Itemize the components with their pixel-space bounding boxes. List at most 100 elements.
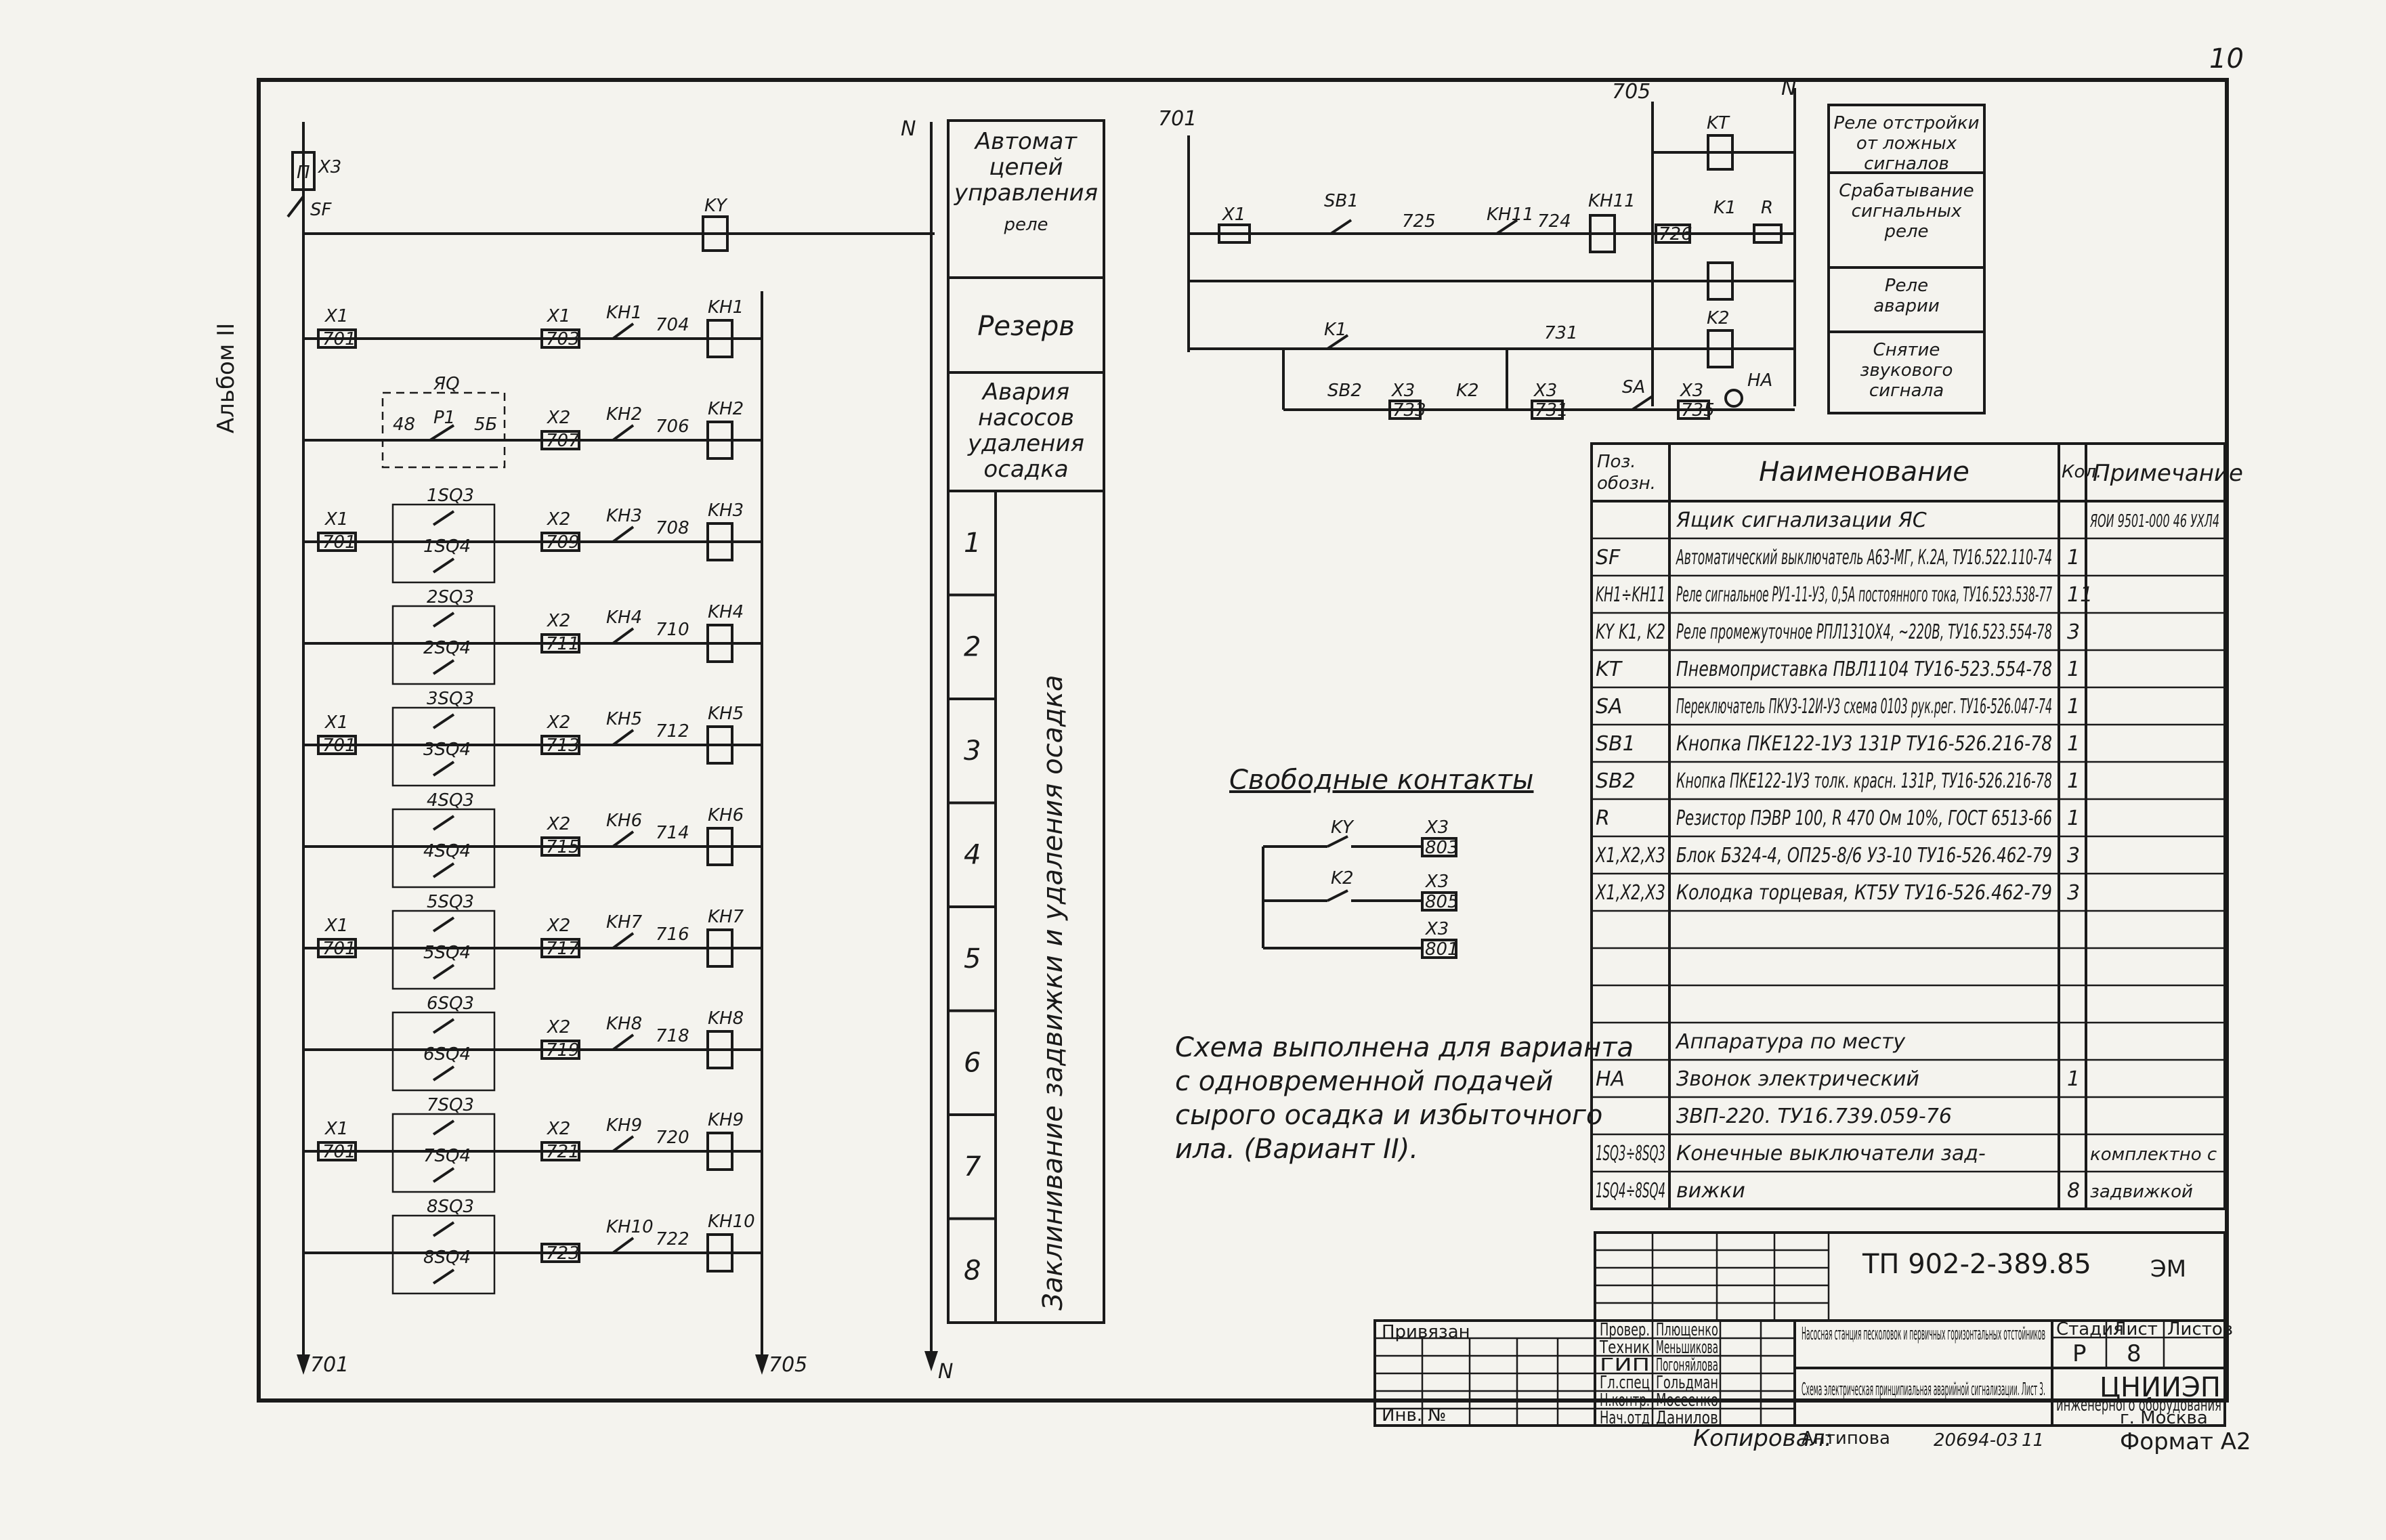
cell-number: 7: [964, 1151, 981, 1182]
right-bus-arrow: [755, 1354, 769, 1375]
left-ladder: 701 П X3 SF KY 705 X1701X1703KH1704KH1ЯQ…: [286, 122, 935, 1377]
role-name: Плющенко: [1656, 1320, 1718, 1340]
sq-top: 6SQ3: [427, 993, 474, 1014]
spec-name: Ящик сигнализации ЯС: [1676, 509, 1927, 532]
inv-label: Инв. №: [1382, 1405, 1446, 1426]
spec-name: Пневмоприставка ПВЛ1104 ТУ16-523.554-78: [1676, 658, 2052, 681]
spec-pos: X1,X2,X3: [1595, 881, 1665, 905]
coil-label: KH6: [708, 805, 744, 826]
privyazan: Привязан: [1382, 1322, 1470, 1342]
note-line-1: Схема выполнена для варианта: [1175, 1032, 1634, 1063]
spec-name: Реле сигнальное РУ1-11-У3, 0,5А постоянн…: [1676, 583, 2052, 607]
spec-pos: SF: [1596, 546, 1621, 570]
sq-group: [391, 1113, 496, 1193]
resistor: [1753, 223, 1783, 244]
mid-terminal-label: X1: [546, 306, 570, 326]
fc-t2: 805: [1425, 892, 1459, 912]
n-arrow-bottom: [924, 1351, 938, 1371]
mid-terminal: [540, 430, 580, 450]
doc-mark: ЭМ: [2150, 1256, 2186, 1283]
box1b-text: реле: [1003, 215, 1048, 235]
fc-x3a: X3: [1424, 817, 1449, 838]
org: ЦНИИЭП: [2100, 1372, 2221, 1403]
coil-label: KH4: [708, 602, 744, 622]
spec-qty: 1: [2067, 546, 2080, 570]
contact-label: KH5: [606, 709, 642, 729]
mid-terminal: [540, 328, 580, 349]
sq-contact: [432, 862, 455, 878]
kh11-contact: [1495, 219, 1518, 235]
ha-bell: [1724, 389, 1743, 408]
cell-number: 8: [964, 1256, 981, 1287]
spec-row: KT Пневмоприставка ПВЛ1104 ТУ16-523.554-7…: [1596, 658, 2080, 681]
sq-group: [391, 706, 496, 787]
role: Техник: [1599, 1338, 1650, 1358]
w731b: 731: [1535, 400, 1569, 421]
left-bus-arrow: [297, 1354, 310, 1375]
p1-contact: [429, 424, 455, 442]
kh-contact: [612, 932, 635, 949]
k1-label: K1: [1324, 320, 1347, 340]
sb1-contact: [1329, 219, 1352, 235]
spec-pos: KT: [1596, 658, 1623, 681]
spec-note: ЯОИ 9501-000 46 УХЛ4: [2089, 511, 2219, 532]
fc-x3b: X3: [1424, 872, 1449, 892]
row-terminal-label: X1: [324, 1119, 348, 1139]
right-bus-label: 705: [769, 1353, 807, 1377]
spec-name: Резистор ПЭВР 100, R 470 Ом 10%, ГОСТ 65…: [1676, 807, 2052, 830]
x3c-term: [1677, 400, 1710, 420]
drawing-number-2: 11: [2022, 1430, 2044, 1451]
sq-top: 3SQ3: [427, 689, 474, 709]
row-terminal-wire: 701: [322, 735, 356, 756]
spec-qty: 1: [2067, 807, 2080, 830]
mid-terminal: [540, 1243, 580, 1263]
kh-coil: [706, 1030, 733, 1069]
sq-contact: [432, 761, 455, 777]
w726: 726: [1659, 224, 1692, 244]
spec-pos: SB2: [1596, 769, 1636, 793]
stage: Р: [2072, 1340, 2087, 1367]
sq-contact: [432, 1167, 455, 1183]
x1-term: [1218, 223, 1251, 244]
rs-n: N: [1781, 77, 1796, 100]
n-bottom-label: N: [938, 1360, 953, 1384]
fc-k2: K2: [1331, 868, 1354, 889]
sq-top: 8SQ3: [427, 1197, 474, 1217]
ky-coil: [702, 215, 729, 252]
drawing-number: 20694-03: [1934, 1430, 2018, 1451]
cell-number: 3: [964, 735, 981, 767]
kh-coil: [706, 624, 733, 663]
sq-bottom: 2SQ4: [423, 638, 471, 658]
kh-coil: [706, 725, 733, 765]
spec-note: комплектно с: [2090, 1145, 2217, 1165]
mid-terminal-label: X2: [546, 611, 570, 631]
spec-pos: X1,X2,X3: [1595, 844, 1665, 868]
spec-qty: 3: [2067, 881, 2080, 905]
spec-name: Автоматический выключатель А63-МГ, К.2А,…: [1676, 546, 2052, 570]
sq-top: 5SQ3: [427, 892, 474, 912]
kh11-label: KH11: [1487, 205, 1534, 225]
role-name: Мосеенко: [1656, 1390, 1718, 1411]
title1: Насосная станция песколовок и первичных …: [1802, 1324, 2045, 1344]
mid-terminal-wire: 715: [546, 837, 580, 857]
row-terminal-wire: 701: [322, 532, 356, 553]
spec-qty: 8: [2067, 1179, 2080, 1203]
w735: 735: [1681, 400, 1715, 421]
sheet: 8: [2127, 1340, 2142, 1367]
copied-label: Копировал:: [1693, 1425, 1833, 1452]
breaker-label: SF: [310, 200, 333, 220]
kh-coil: [706, 827, 733, 866]
spec-pos: 1SQ4÷8SQ4: [1596, 1179, 1665, 1203]
row-terminal-wire: 701: [322, 1142, 356, 1162]
rs-701: 701: [1158, 107, 1197, 131]
coil-label: KH1: [708, 297, 744, 318]
sq-contact: [432, 916, 455, 933]
spec-header-name: Наименование: [1759, 456, 1969, 488]
kh-contact: [612, 1033, 635, 1051]
